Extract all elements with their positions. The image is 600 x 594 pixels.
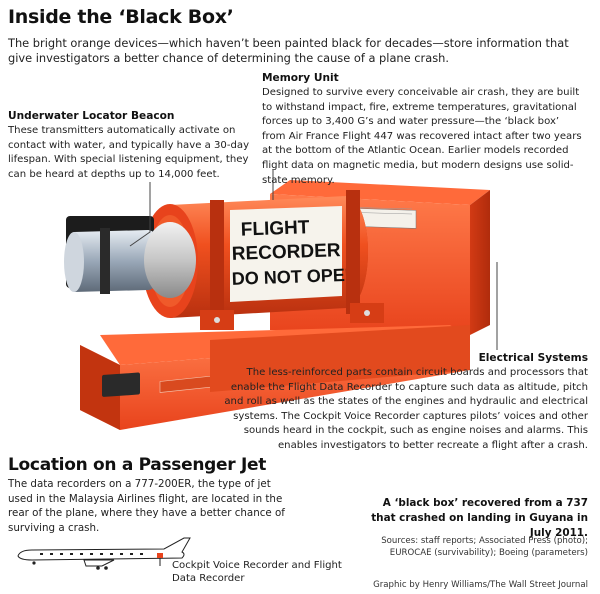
rear-box-top bbox=[270, 180, 490, 205]
page-title: Inside the ‘Black Box’ bbox=[8, 6, 234, 28]
rear-box-side bbox=[470, 190, 490, 335]
beacon-heading: Underwater Locator Beacon bbox=[8, 110, 175, 122]
location-body: The data recorders on a 777-200ER, the t… bbox=[8, 478, 285, 534]
electrical-heading: Electrical Systems bbox=[478, 352, 588, 364]
cylinder-label bbox=[230, 206, 342, 302]
clamp-bolt-left bbox=[214, 317, 220, 323]
location-title: Location on a Passenger Jet bbox=[8, 455, 267, 475]
cylinder-text-2: RECORDER bbox=[231, 240, 341, 265]
beacon-body bbox=[74, 230, 162, 292]
plane-windows bbox=[40, 553, 143, 555]
beacon-housing bbox=[144, 222, 196, 298]
plane-wing bbox=[83, 559, 115, 567]
beacon-band bbox=[100, 228, 110, 294]
sources-text: Sources: staff reports; Associated Press… bbox=[381, 536, 588, 558]
base-connector bbox=[102, 372, 140, 397]
base-plate-edge bbox=[80, 345, 120, 430]
beacon-callout: Underwater Locator Beacon These transmit… bbox=[8, 110, 258, 182]
electrical-body: The less-reinforced parts contain circui… bbox=[224, 367, 588, 451]
plane-fuselage bbox=[17, 537, 191, 561]
memory-body: Designed to survive every conceivable ai… bbox=[262, 87, 582, 186]
graphic-credit: Graphic by Henry Williams/The Wall Stree… bbox=[373, 580, 588, 590]
cylinder-text-3: DO NOT OPEN bbox=[231, 264, 358, 288]
memory-callout: Memory Unit Designed to survive every co… bbox=[262, 72, 582, 188]
beacon-pointer bbox=[129, 182, 151, 247]
beacon-body: These transmitters automatically activat… bbox=[8, 125, 250, 180]
photo-caption: A ‘black box’ recovered from a 737 that … bbox=[371, 497, 588, 539]
black-box-photo: FLIGHT RECORDER DO NOT OPEN bbox=[64, 180, 490, 430]
strap-right bbox=[346, 190, 360, 314]
strap-left bbox=[210, 200, 224, 324]
front-box bbox=[210, 325, 470, 392]
plane-icon bbox=[17, 537, 191, 570]
cylinder-text-1: FLIGHT bbox=[240, 217, 310, 240]
plane-recorder-label: Cockpit Voice Recorder and Flight Data R… bbox=[172, 560, 342, 584]
clamp-bolt-right bbox=[364, 310, 370, 316]
memory-heading: Memory Unit bbox=[262, 72, 339, 84]
electrical-callout: Electrical Systems The less-reinforced p… bbox=[218, 352, 588, 454]
intro-text: The bright orange devices—which haven’t … bbox=[8, 36, 569, 65]
beacon-end-cap bbox=[64, 232, 84, 292]
plane-gear bbox=[32, 561, 108, 570]
recorder-marker bbox=[157, 553, 163, 558]
